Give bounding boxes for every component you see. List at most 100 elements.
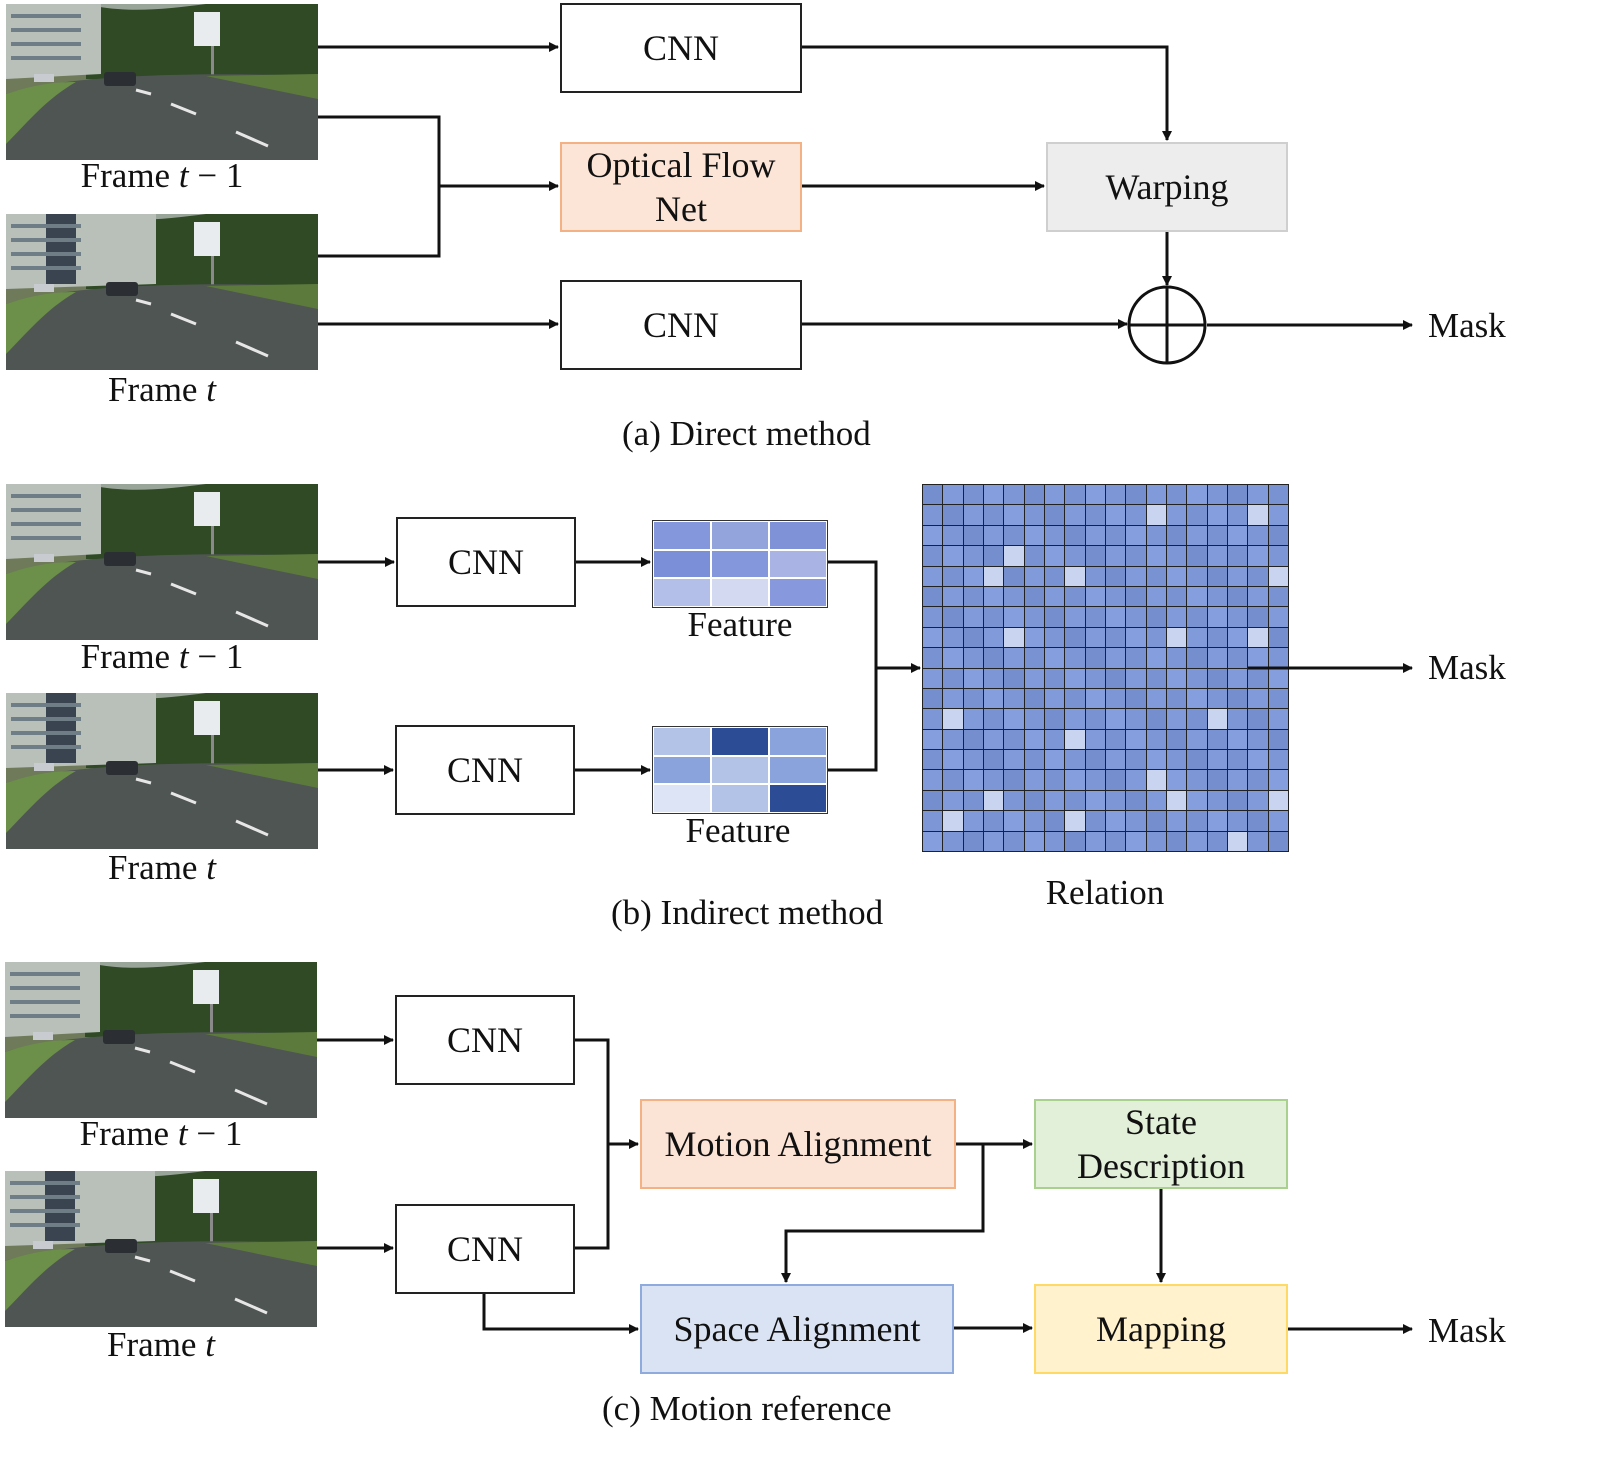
relation-cell <box>1187 627 1207 648</box>
relation-cell <box>1024 709 1044 729</box>
relation-cell <box>1248 688 1268 709</box>
relation-cell <box>1248 790 1268 811</box>
relation-cell <box>1187 811 1207 831</box>
frame-prev-image-c <box>5 962 317 1118</box>
relation-cell <box>943 770 963 790</box>
relation-cell <box>1085 688 1105 709</box>
feature-bottom-cell <box>711 784 769 813</box>
relation-cell <box>1065 566 1085 586</box>
relation-cell <box>1187 525 1207 546</box>
relation-cell <box>1085 627 1105 648</box>
relation-cell <box>1228 831 1248 851</box>
relation-cell <box>1126 770 1146 790</box>
relation-cell <box>1268 729 1288 750</box>
relation-cell <box>963 831 983 851</box>
relation-cell <box>1106 750 1126 770</box>
relation-cell <box>1106 525 1126 546</box>
relation-cell <box>1228 607 1248 627</box>
frame-cur-label-b: Frame t <box>108 848 216 887</box>
relation-cell <box>1146 627 1166 648</box>
relation-cell <box>963 566 983 586</box>
relation-cell <box>1187 586 1207 607</box>
relation-cell <box>1228 546 1248 566</box>
relation-cell <box>943 831 963 851</box>
relation-cell <box>1167 688 1187 709</box>
relation-cell <box>984 627 1004 648</box>
relation-cell <box>963 709 983 729</box>
relation-cell <box>963 485 983 505</box>
relation-cell <box>1167 729 1187 750</box>
optical-flow-net-box: Optical Flow Net <box>560 142 802 232</box>
relation-cell <box>1045 607 1065 627</box>
relation-cell <box>1024 831 1044 851</box>
relation-cell <box>1045 729 1065 750</box>
relation-cell <box>1167 505 1187 525</box>
relation-cell <box>1004 729 1024 750</box>
relation-cell <box>1004 566 1024 586</box>
relation-cell <box>1065 525 1085 546</box>
bracket-frames-a <box>318 115 441 258</box>
relation-cell <box>1268 750 1288 770</box>
relation-cell <box>1065 770 1085 790</box>
relation-cell <box>984 607 1004 627</box>
plus-circle-icon <box>1127 285 1207 365</box>
relation-cell <box>1146 607 1166 627</box>
relation-cell <box>1146 668 1166 688</box>
relation-cell <box>1045 668 1065 688</box>
relation-cell <box>1228 586 1248 607</box>
relation-cell <box>1126 525 1146 546</box>
relation-cell <box>1228 627 1248 648</box>
relation-cell <box>1045 709 1065 729</box>
relation-cell <box>1207 688 1227 709</box>
relation-cell <box>1085 709 1105 729</box>
caption-a: (a) Direct method <box>622 414 871 453</box>
relation-cell <box>923 627 943 648</box>
relation-cell <box>923 505 943 525</box>
cnn-box-b-bottom: CNN <box>395 725 575 815</box>
relation-cell <box>1045 546 1065 566</box>
relation-cell <box>1045 831 1065 851</box>
feature-bottom-cell <box>711 727 769 756</box>
relation-cell <box>1248 546 1268 566</box>
relation-cell <box>1126 566 1146 586</box>
relation-cell <box>1004 627 1024 648</box>
relation-cell <box>1167 790 1187 811</box>
feature-top-cell <box>653 521 711 550</box>
relation-cell <box>1024 729 1044 750</box>
feature-bottom-cell <box>653 784 711 813</box>
relation-cell <box>1126 688 1146 709</box>
relation-cell <box>1167 709 1187 729</box>
relation-cell <box>1004 586 1024 607</box>
relation-cell <box>1045 505 1065 525</box>
relation-cell <box>1167 525 1187 546</box>
relation-cell <box>1024 811 1044 831</box>
relation-cell <box>923 607 943 627</box>
relation-cell <box>1146 729 1166 750</box>
relation-cell <box>963 546 983 566</box>
relation-cell <box>984 525 1004 546</box>
relation-cell <box>1085 648 1105 668</box>
relation-cell <box>1126 607 1146 627</box>
relation-cell <box>1228 648 1248 668</box>
relation-cell <box>1268 709 1288 729</box>
relation-cell <box>1228 750 1248 770</box>
relation-cell <box>1248 627 1268 648</box>
relation-cell <box>963 688 983 709</box>
relation-cell <box>923 688 943 709</box>
relation-cell <box>1207 811 1227 831</box>
relation-cell <box>984 831 1004 851</box>
relation-cell <box>963 525 983 546</box>
relation-cell <box>1065 586 1085 607</box>
relation-cell <box>1248 831 1268 851</box>
relation-cell <box>1187 831 1207 851</box>
relation-matrix <box>922 484 1289 852</box>
bracket-features-b <box>828 560 878 772</box>
relation-cell <box>1024 505 1044 525</box>
relation-cell <box>1045 485 1065 505</box>
relation-cell <box>1187 505 1207 525</box>
relation-cell <box>1207 750 1227 770</box>
relation-cell <box>1268 627 1288 648</box>
frame-cur-label-c: Frame t <box>107 1325 215 1364</box>
relation-cell <box>1187 546 1207 566</box>
relation-cell <box>1004 770 1024 790</box>
